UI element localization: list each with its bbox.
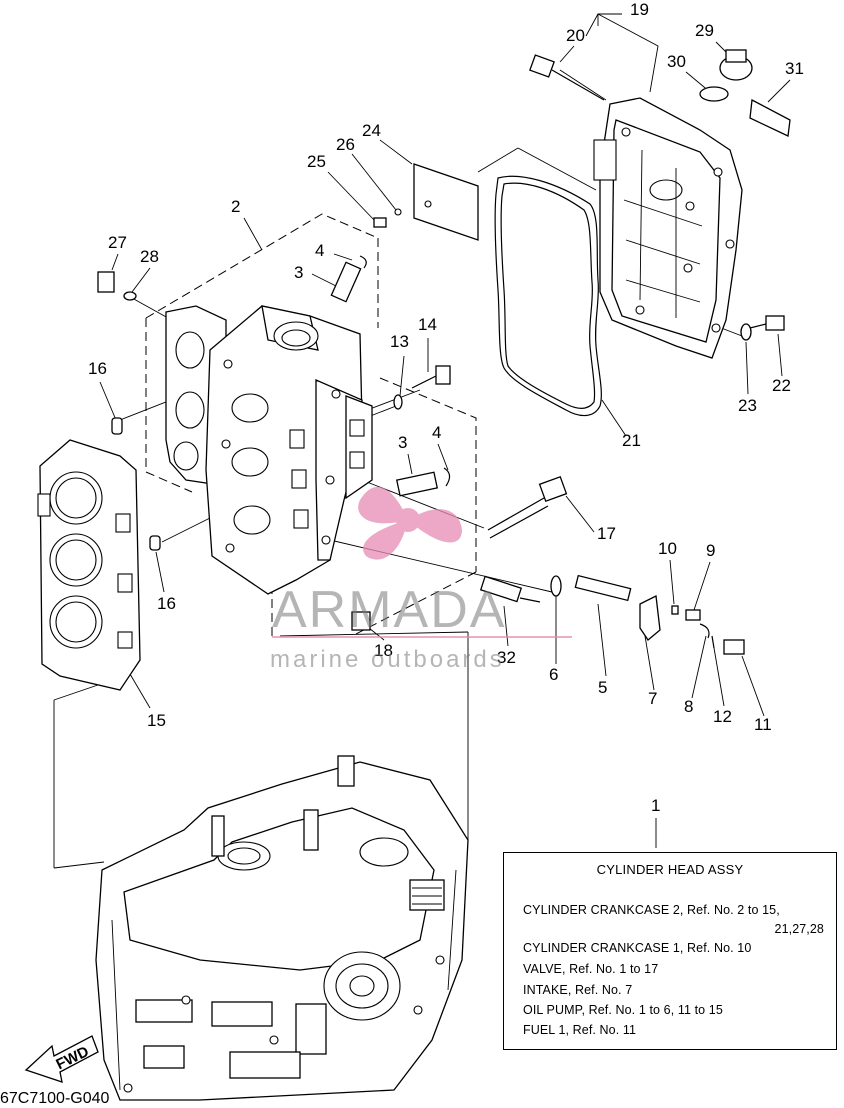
callout-2: 2 bbox=[231, 197, 240, 216]
cylinder-head-part-2 bbox=[165, 305, 373, 595]
callout-16: 16 bbox=[157, 594, 176, 613]
callout-4: 4 bbox=[315, 241, 324, 260]
callout-23: 23 bbox=[738, 396, 757, 415]
plate-part-24 bbox=[373, 163, 479, 241]
callout-8: 8 bbox=[684, 697, 693, 716]
callout-1: 1 bbox=[651, 796, 660, 815]
legend-title: CYLINDER HEAD ASSY bbox=[596, 862, 744, 877]
fwd-arrow-icon: FWD bbox=[24, 1035, 99, 1083]
callout-18: 18 bbox=[374, 641, 393, 660]
callout-28: 28 bbox=[140, 247, 159, 266]
assembly-legend-box: CYLINDER HEAD ASSY CYLINDER CRANKCASE 2,… bbox=[503, 852, 837, 1050]
callout-11: 11 bbox=[754, 715, 772, 734]
diagram-code: 67C7100-G040 bbox=[0, 1090, 110, 1107]
callout-10: 10 bbox=[658, 539, 677, 558]
callout-32: 32 bbox=[497, 648, 516, 667]
small-parts bbox=[97, 255, 745, 655]
callout-24: 24 bbox=[362, 121, 381, 140]
cover-gasket-part-21 bbox=[494, 175, 602, 417]
legend-line: CYLINDER CRANKCASE 2, Ref. No. 2 to 15, bbox=[523, 903, 780, 917]
crankcase-block bbox=[95, 755, 469, 1101]
callout-9: 9 bbox=[706, 541, 715, 560]
callout-27: 27 bbox=[108, 233, 127, 252]
callout-25: 25 bbox=[307, 152, 326, 171]
valve-cover-part-19 bbox=[529, 49, 791, 359]
head-gasket-part-15 bbox=[37, 439, 141, 691]
callout-12: 12 bbox=[713, 707, 732, 726]
callout-6: 6 bbox=[549, 665, 558, 684]
callout-30: 30 bbox=[667, 52, 686, 71]
legend-line: 21,27,28 bbox=[774, 922, 824, 936]
callout-5: 5 bbox=[598, 678, 607, 697]
callout-3: 3 bbox=[294, 263, 303, 282]
callout-19: 19 bbox=[630, 0, 649, 19]
callout-26: 26 bbox=[336, 135, 355, 154]
callout-16: 16 bbox=[88, 359, 107, 378]
callout-13: 13 bbox=[390, 332, 409, 351]
watermark-tagline: marine outboards bbox=[270, 646, 505, 673]
legend-line: FUEL 1, Ref. No. 11 bbox=[523, 1023, 637, 1037]
assembly-boundary-ref-2 bbox=[145, 213, 477, 636]
watermark-brand-name: ARMADA bbox=[272, 581, 507, 639]
callout-17: 17 bbox=[597, 524, 616, 543]
callout-20: 20 bbox=[566, 26, 585, 45]
callout-15: 15 bbox=[147, 711, 166, 730]
callout-7: 7 bbox=[648, 689, 657, 708]
watermark-underline bbox=[272, 636, 572, 638]
legend-line: CYLINDER CRANKCASE 1, Ref. No. 10 bbox=[523, 941, 752, 955]
legend-line: VALVE, Ref. No. 1 to 17 bbox=[523, 962, 659, 976]
callout-4: 4 bbox=[432, 423, 441, 442]
callout-labels: 19 20 29 30 31 24 26 25 2 27 28 4 3 14 1… bbox=[88, 0, 804, 815]
callout-14: 14 bbox=[418, 315, 437, 334]
callout-3: 3 bbox=[398, 433, 407, 452]
legend-line: INTAKE, Ref. No. 7 bbox=[523, 983, 633, 997]
callout-29: 29 bbox=[695, 21, 714, 40]
legend-line: OIL PUMP, Ref. No. 1 to 6, 11 to 15 bbox=[523, 1003, 723, 1017]
callout-31: 31 bbox=[785, 59, 804, 78]
callout-21: 21 bbox=[622, 431, 641, 450]
armada-propeller-logo bbox=[358, 486, 462, 560]
callout-22: 22 bbox=[772, 376, 791, 395]
